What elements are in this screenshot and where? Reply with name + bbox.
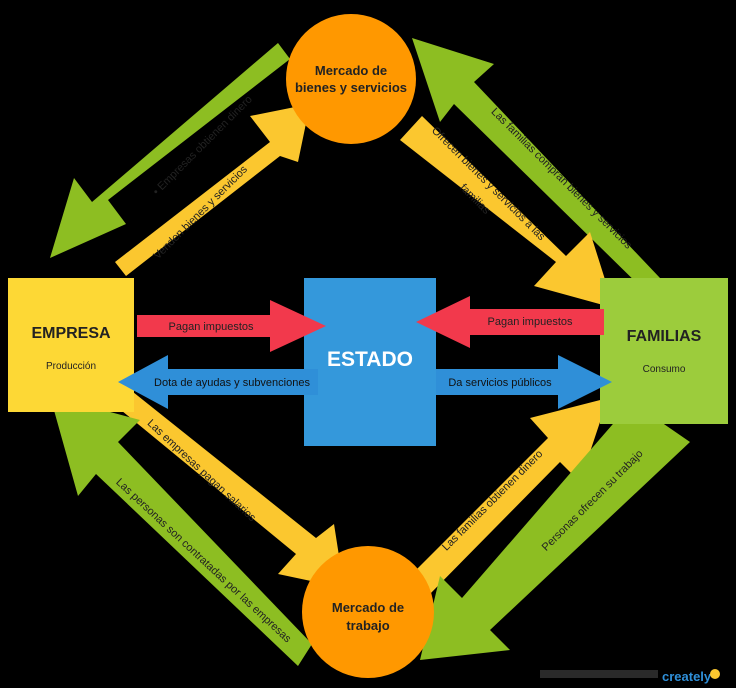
flow-label-empresa-pagan-impuestos: Pagan impuestos <box>169 321 254 333</box>
mercado-trabajo-line2: trabajo <box>346 618 389 633</box>
familias-title: FAMILIAS <box>627 328 702 345</box>
mercado-bienes-line2: bienes y servicios <box>295 80 407 95</box>
mercado-trabajo-line1: Mercado de <box>332 600 404 615</box>
watermark-text: creately <box>662 669 712 684</box>
mercado-bienes-line1: Mercado de <box>315 63 387 78</box>
watermark-dot-icon <box>710 669 720 679</box>
node-familias: FAMILIAS Consumo <box>600 278 728 424</box>
empresa-title: EMPRESA <box>31 325 111 342</box>
empresa-subtitle: Producción <box>46 361 96 372</box>
node-estado: ESTADO <box>304 278 436 446</box>
arrow-empresa-pagan-impuestos: Pagan impuestos <box>137 300 326 352</box>
familias-subtitle: Consumo <box>643 364 686 375</box>
node-empresa: EMPRESA Producción <box>8 278 134 412</box>
arrow-da-servicios: Da servicios públicos <box>436 355 612 409</box>
flow-label-dota-ayudas: Dota de ayudas y subvenciones <box>154 377 310 389</box>
arrow-familias-pagan-impuestos: Pagan impuestos <box>416 296 604 348</box>
flow-label-da-servicios: Da servicios públicos <box>448 377 552 389</box>
node-mercado-trabajo: Mercado de trabajo <box>302 546 434 678</box>
arrow-dota-ayudas: Dota de ayudas y subvenciones <box>118 355 318 409</box>
flow-label-familias-pagan-impuestos: Pagan impuestos <box>488 316 573 328</box>
node-mercado-bienes: Mercado de bienes y servicios <box>286 14 416 144</box>
creately-watermark: creately <box>540 669 720 684</box>
estado-title: ESTADO <box>327 348 413 371</box>
